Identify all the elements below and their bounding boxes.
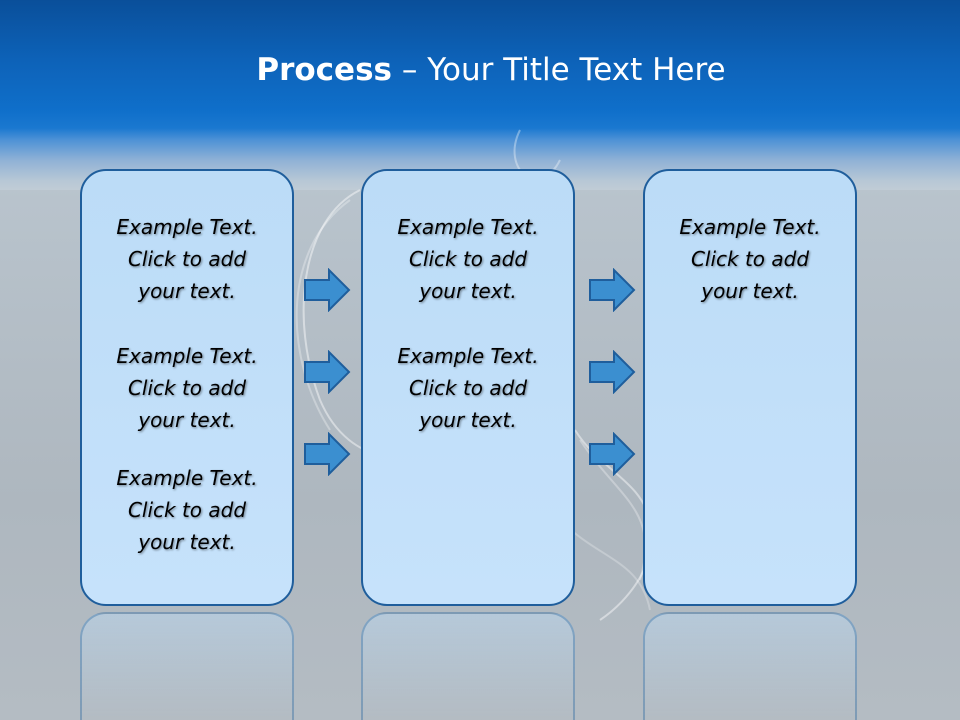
- text-line: Click to add: [408, 247, 528, 271]
- text-placeholder[interactable]: Example Text. Click to add your text.: [80, 211, 294, 307]
- text-line: your text.: [138, 279, 236, 303]
- title-bold-part: Process: [256, 52, 392, 88]
- right-arrow-icon[interactable]: [588, 432, 636, 476]
- right-arrow-icon[interactable]: [303, 350, 351, 394]
- text-line: Click to add: [408, 376, 528, 400]
- text-line: Click to add: [690, 247, 810, 271]
- title-rest-part: – Your Title Text Here: [392, 52, 726, 88]
- right-arrow-icon[interactable]: [303, 432, 351, 476]
- text-line: Example Text.: [116, 215, 258, 239]
- text-placeholder[interactable]: Example Text. Click to add your text.: [643, 211, 857, 307]
- text-line: Example Text.: [679, 215, 821, 239]
- text-placeholder[interactable]: Example Text. Click to add your text.: [80, 340, 294, 436]
- text-line: your text.: [138, 530, 236, 554]
- slide-title[interactable]: Process – Your Title Text Here: [0, 52, 960, 88]
- box-reflection: [643, 612, 857, 720]
- text-line: your text.: [701, 279, 799, 303]
- text-line: your text.: [419, 408, 517, 432]
- text-line: your text.: [138, 408, 236, 432]
- header-band: [0, 0, 960, 190]
- right-arrow-icon[interactable]: [588, 268, 636, 312]
- box-reflection: [80, 612, 294, 720]
- text-placeholder[interactable]: Example Text. Click to add your text.: [80, 462, 294, 558]
- text-line: Example Text.: [116, 466, 258, 490]
- box-reflection: [361, 612, 575, 720]
- text-line: Example Text.: [116, 344, 258, 368]
- text-line: Example Text.: [397, 215, 539, 239]
- right-arrow-icon[interactable]: [588, 350, 636, 394]
- right-arrow-icon[interactable]: [303, 268, 351, 312]
- process-box-2[interactable]: [361, 169, 575, 606]
- text-placeholder[interactable]: Example Text. Click to add your text.: [361, 340, 575, 436]
- text-line: Click to add: [127, 376, 247, 400]
- text-line: Example Text.: [397, 344, 539, 368]
- text-line: Click to add: [127, 498, 247, 522]
- process-box-3[interactable]: [643, 169, 857, 606]
- text-placeholder[interactable]: Example Text. Click to add your text.: [361, 211, 575, 307]
- process-box-1[interactable]: [80, 169, 294, 606]
- text-line: Click to add: [127, 247, 247, 271]
- text-line: your text.: [419, 279, 517, 303]
